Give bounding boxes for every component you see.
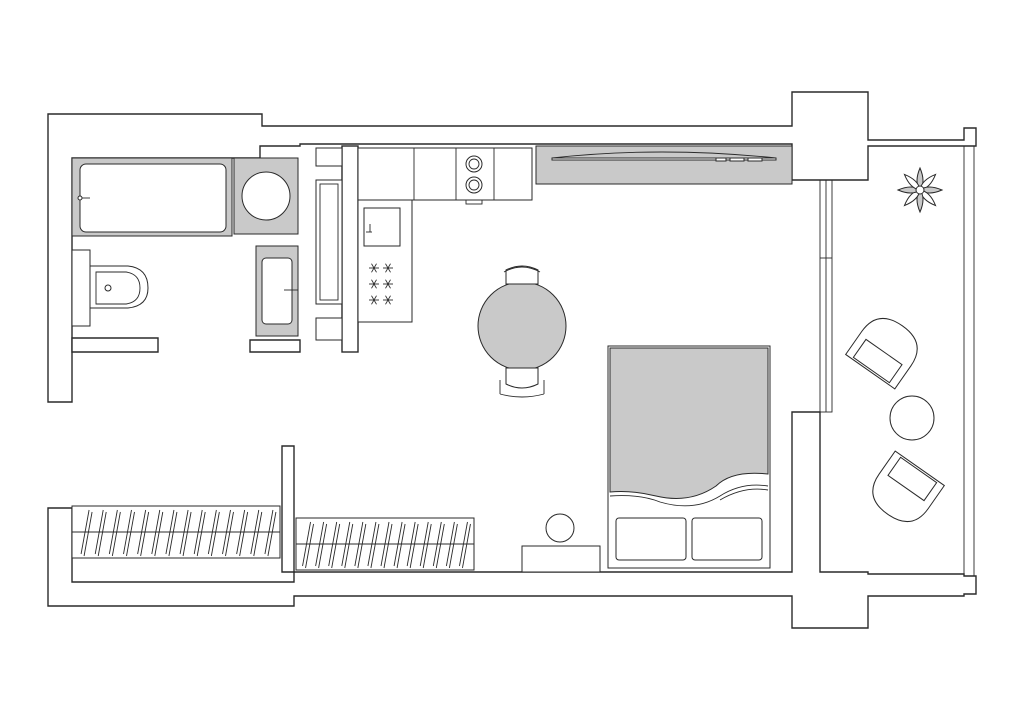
hanger bbox=[354, 521, 367, 569]
hanger bbox=[419, 521, 432, 569]
hanger bbox=[222, 509, 234, 557]
hangers-right bbox=[302, 521, 471, 569]
hanger bbox=[207, 509, 220, 557]
balcony bbox=[844, 166, 946, 522]
nightstand bbox=[521, 545, 601, 573]
sink-basin bbox=[261, 257, 293, 325]
dining-chair-bottom bbox=[505, 367, 539, 389]
wall-bathroom-divider bbox=[281, 445, 295, 573]
dining bbox=[477, 265, 567, 398]
dining-table bbox=[477, 281, 567, 371]
plant-icon bbox=[896, 166, 944, 214]
burner-icon bbox=[383, 295, 393, 305]
burner-icon bbox=[383, 263, 393, 273]
kitchen-sink bbox=[363, 207, 401, 247]
balcony-table bbox=[889, 395, 935, 441]
bathtub-inner bbox=[79, 163, 227, 233]
kitchen-shelf-bottom bbox=[315, 317, 343, 341]
tv-shelf bbox=[535, 145, 793, 185]
wall-bathroom-right bbox=[249, 339, 301, 353]
hanger bbox=[459, 521, 471, 569]
hangers-left bbox=[80, 509, 277, 557]
bed bbox=[521, 345, 771, 573]
hob-ring-bottom bbox=[465, 176, 483, 194]
burner-icon bbox=[383, 279, 393, 289]
bedside-lamp bbox=[545, 513, 575, 543]
hanger bbox=[236, 509, 249, 557]
pillow-right bbox=[691, 517, 763, 561]
hanger bbox=[250, 509, 263, 557]
hanger bbox=[393, 521, 406, 569]
hanger bbox=[367, 521, 380, 569]
kitchen-column bbox=[341, 145, 359, 353]
hanger bbox=[137, 509, 150, 557]
burner-icon bbox=[369, 295, 379, 305]
balcony-rail bbox=[963, 145, 975, 577]
balcony-chair-bottom bbox=[872, 450, 946, 522]
wardrobes bbox=[71, 505, 475, 571]
washing-machine-drum bbox=[241, 171, 291, 221]
kitchen-shelf-top bbox=[315, 147, 343, 167]
hanger bbox=[151, 509, 164, 557]
hanger bbox=[94, 509, 107, 557]
kitchen bbox=[315, 147, 533, 341]
hanger bbox=[341, 521, 354, 569]
hanger bbox=[123, 509, 135, 557]
hanger bbox=[165, 509, 178, 557]
hanger bbox=[406, 521, 419, 569]
pillow-left bbox=[615, 517, 687, 561]
burner-icon bbox=[369, 263, 379, 273]
toilet-bowl bbox=[89, 265, 149, 309]
balcony-chair-top bbox=[844, 318, 918, 390]
hanger bbox=[445, 521, 458, 569]
bathroom bbox=[71, 157, 299, 337]
dining-chair-top bbox=[505, 265, 539, 285]
counter-top bbox=[357, 147, 533, 201]
hanger bbox=[315, 521, 328, 569]
hanger bbox=[193, 509, 206, 557]
toilet-tank bbox=[71, 249, 91, 327]
burner-icon bbox=[369, 279, 379, 289]
hanger bbox=[432, 521, 445, 569]
walls bbox=[47, 91, 977, 629]
bed-duvet bbox=[609, 347, 769, 499]
hanger bbox=[380, 521, 393, 569]
hanger bbox=[179, 509, 192, 557]
hob-ring-top bbox=[465, 155, 483, 173]
hanger bbox=[302, 521, 314, 569]
stove-burners bbox=[369, 263, 393, 305]
hanger bbox=[108, 509, 121, 557]
hanger bbox=[264, 509, 277, 557]
wall-bathroom-bottom bbox=[71, 337, 159, 353]
hanger bbox=[328, 521, 341, 569]
hanger bbox=[80, 509, 93, 557]
